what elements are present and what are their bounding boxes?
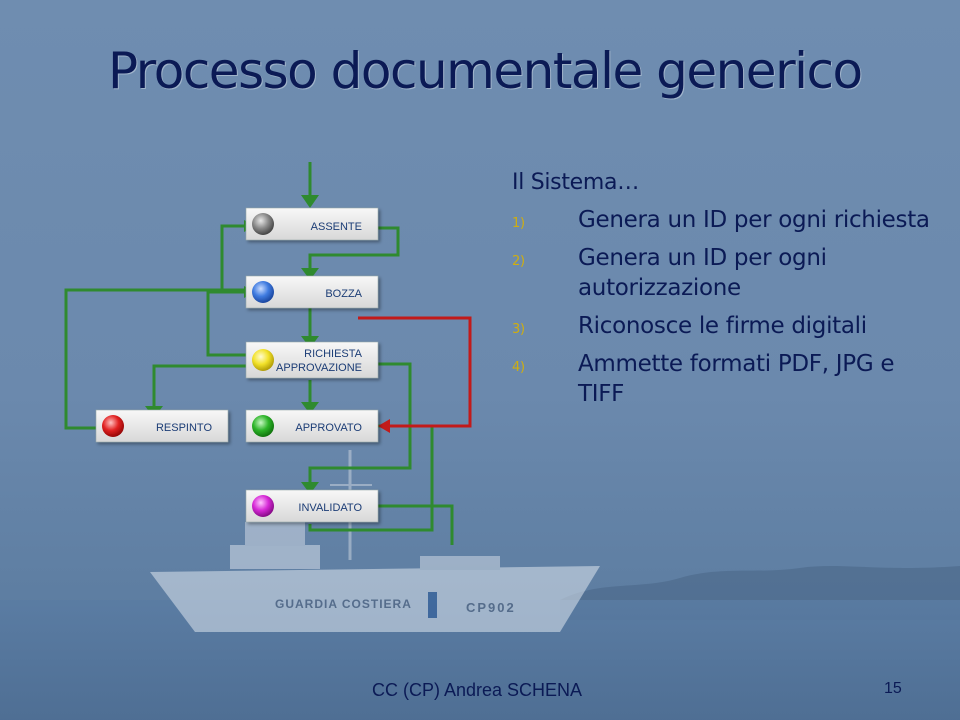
ship-name-text: GUARDIA COSTIERA <box>275 597 412 611</box>
slide-title: Processo documentale generico <box>108 42 863 100</box>
led-yellow-icon <box>252 349 274 371</box>
item-number: 1) <box>512 216 525 231</box>
reject-arrow <box>358 316 472 433</box>
state-assente[interactable]: ASSENTE <box>245 207 379 241</box>
footer-author: CC (CP) Andrea SCHENA <box>372 680 583 700</box>
state-label: BOZZA <box>325 288 362 300</box>
arrow-bozza-loop-assente <box>220 224 248 292</box>
arrow-richiesta-to-bozza-left <box>206 290 248 357</box>
item-number: 3) <box>512 322 525 337</box>
state-richiesta-approvazione[interactable]: RICHIESTA APPROVAZIONE <box>245 341 379 379</box>
item-text: Riconosce le firme digitali <box>578 313 867 339</box>
arrow-richiesta-to-invalidato <box>308 362 412 484</box>
state-label: ASSENTE <box>311 221 362 233</box>
led-red-icon <box>102 415 124 437</box>
state-label: RESPINTO <box>156 422 212 434</box>
state-bozza[interactable]: BOZZA <box>245 275 379 309</box>
list-intro: Il Sistema… <box>512 170 639 195</box>
state-label-line1: RICHIESTA <box>304 348 363 360</box>
arrow-richiesta-to-respinto <box>152 364 248 408</box>
item-number: 2) <box>512 254 525 269</box>
page-number: 15 <box>884 680 902 697</box>
arrow-respinto-to-bozza <box>64 288 248 430</box>
led-magenta-icon <box>252 495 274 517</box>
item-text: Ammette formati PDF, JPG e TIFF <box>578 351 895 407</box>
ship-hull-number: CP902 <box>466 600 516 615</box>
list-item: 1) Genera un ID per ogni richiesta <box>512 205 942 235</box>
state-respinto[interactable]: RESPINTO <box>95 409 229 443</box>
list-item: 3) Riconosce le firme digitali <box>512 311 942 341</box>
item-text: Genera un ID per ogni richiesta <box>578 207 930 233</box>
led-green-icon <box>252 415 274 437</box>
state-label: APPROVATO <box>295 422 362 434</box>
list-item: 4) Ammette formati PDF, JPG e TIFF <box>512 349 942 409</box>
item-number: 4) <box>512 360 525 375</box>
item-text: Genera un ID per ogni autorizzazione <box>578 245 827 301</box>
slide-footer: CC (CP) Andrea SCHENA 15 <box>0 678 960 704</box>
state-label: INVALIDATO <box>298 502 362 514</box>
state-invalidato[interactable]: INVALIDATO <box>245 489 379 523</box>
state-label-line2: APPROVAZIONE <box>276 362 362 374</box>
state-approvato[interactable]: APPROVATO <box>245 409 379 443</box>
arrow-invalidato-outer <box>378 504 454 545</box>
feature-list: Il Sistema… 1) Genera un ID per ogni ric… <box>512 170 942 417</box>
led-blue-icon <box>252 281 274 303</box>
list-item: 2) Genera un ID per ogni autorizzazione <box>512 243 942 303</box>
arrow-assente-to-bozza-right <box>308 226 400 268</box>
led-gray-icon <box>252 213 274 235</box>
